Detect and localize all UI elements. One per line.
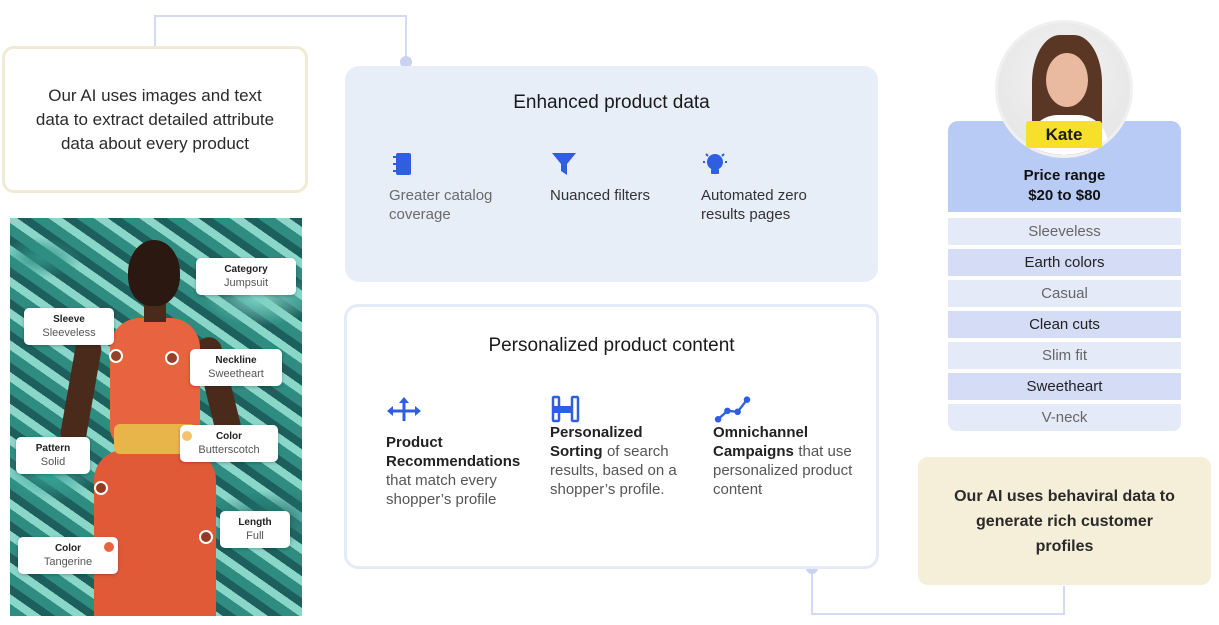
- feature-product-recommendations: Product Recommendations that match every…: [386, 395, 526, 509]
- tangerine-dot: [104, 542, 114, 552]
- channels-icon: [714, 396, 751, 423]
- behavioral-data-callout: Our AI uses behaviral data to generate r…: [918, 457, 1211, 585]
- feature-catalog-coverage: Greater catalog coverage: [389, 150, 519, 224]
- tag-color-belt: Color Butterscotch: [180, 425, 278, 462]
- notebook-icon: [393, 153, 411, 175]
- feature-zero-results: Automated zero results pages: [701, 150, 831, 224]
- enhanced-product-data-card: Enhanced product data Greater catalog co…: [345, 66, 878, 282]
- length-pin[interactable]: [199, 530, 213, 544]
- persona-attribute: Sleeveless: [948, 218, 1181, 245]
- tag-color-main: Color Tangerine: [18, 537, 118, 574]
- price-range-label: Price range: [1023, 167, 1106, 184]
- funnel-icon: [552, 153, 576, 175]
- feature-omnichannel-campaigns: Omnichannel Campaigns that use personali…: [713, 395, 853, 499]
- behavioral-data-callout-text: Our AI uses behaviral data to generate r…: [954, 487, 1175, 555]
- personalized-product-content-card: Personalized product content Product Rec…: [344, 304, 879, 569]
- feature-nuanced-filters: Nuanced filters: [550, 150, 680, 205]
- neckline-pin[interactable]: [165, 351, 179, 365]
- tag-category: Category Jumpsuit: [196, 258, 296, 295]
- sorting-icon: [551, 395, 580, 423]
- tag-sleeve: Sleeve Sleeveless: [24, 308, 114, 345]
- persona-attribute: Clean cuts: [948, 311, 1181, 338]
- ai-attribute-callout: Our AI uses images and text data to extr…: [2, 46, 308, 193]
- price-range-value: $20 to $80: [1028, 187, 1101, 204]
- tag-pattern: Pattern Solid: [16, 437, 90, 474]
- butterscotch-dot: [182, 431, 192, 441]
- tag-neckline: Neckline Sweetheart: [190, 349, 282, 386]
- persona-attribute: V-neck: [948, 404, 1181, 431]
- feature-personalized-sorting: Personalized Sorting of search results, …: [550, 395, 690, 499]
- fashion-model-image: Category Jumpsuit Sleeve Sleeveless Neck…: [10, 218, 302, 616]
- persona-attribute: Casual: [948, 280, 1181, 307]
- sleeve-pin[interactable]: [109, 349, 123, 363]
- ai-attribute-callout-text: Our AI uses images and text data to extr…: [35, 85, 275, 153]
- persona-attribute: Sweetheart: [948, 373, 1181, 400]
- lightbulb-icon: [703, 153, 727, 174]
- enhanced-card-title: Enhanced product data: [513, 92, 710, 113]
- persona-name-badge: Kate: [1026, 121, 1102, 148]
- personalized-card-title: Personalized product content: [488, 335, 735, 356]
- split-arrows-icon: [387, 397, 421, 421]
- tag-length: Length Full: [220, 511, 290, 548]
- persona-attribute: Earth colors: [948, 249, 1181, 276]
- pattern-pin[interactable]: [94, 481, 108, 495]
- persona-attribute: Slim fit: [948, 342, 1181, 369]
